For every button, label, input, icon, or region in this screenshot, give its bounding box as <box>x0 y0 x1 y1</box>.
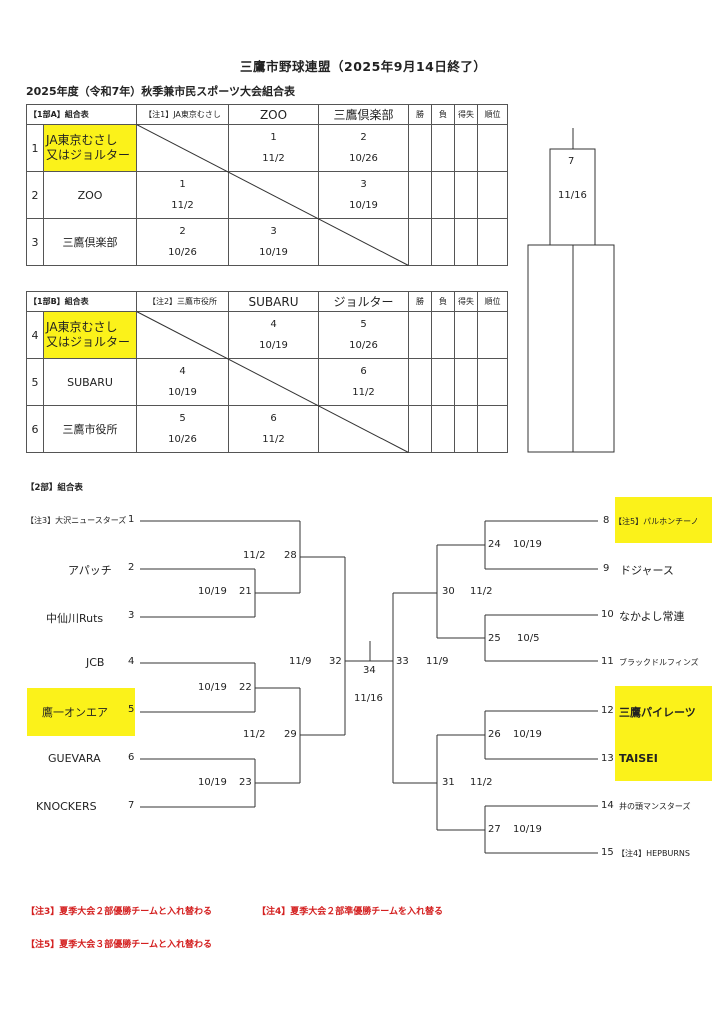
game-21-no: 21 <box>239 586 252 597</box>
team-12-name: 三鷹パイレーツ <box>619 706 696 719</box>
team-1-name: 【注3】大沢ニュースターズ <box>26 516 127 525</box>
final-1bu-date: 11/16 <box>558 190 587 201</box>
note-5: 【注5】夏季大会３部優勝チームと入れ替わる <box>26 940 212 950</box>
game-26-date: 10/19 <box>513 729 542 740</box>
league-b-label: 【1部B】組合表 <box>25 291 138 312</box>
row-team-name: SUBARU <box>42 358 138 406</box>
team-15-no: 15 <box>601 847 614 858</box>
page-subtitle: 2025年度（令和7年）秋季兼市民スポーツ大会組合表 <box>26 85 296 98</box>
game-24-date: 10/19 <box>513 539 542 550</box>
row-team-name: JA東京むさし又はジョルター <box>42 311 138 359</box>
team-2-no: 2 <box>128 562 135 573</box>
game-22-no: 22 <box>239 682 252 693</box>
team-5-name: 鷹一オンエア <box>42 706 108 719</box>
team-9-name: ドジャース <box>620 564 674 577</box>
game-32-no: 32 <box>329 656 342 667</box>
game-24-no: 24 <box>488 539 501 550</box>
team-11-no: 11 <box>601 656 614 667</box>
row-team-name: ZOO <box>42 171 138 219</box>
game-25-no: 25 <box>488 633 501 644</box>
stat-cell <box>431 358 456 406</box>
col-team-jolter: ジョルター <box>318 291 410 312</box>
team-7-no: 7 <box>128 800 135 811</box>
team-10-name: なかよし常連 <box>619 610 685 623</box>
row-team-name: JA東京むさし又はジョルター <box>42 124 138 172</box>
stat-cell <box>431 124 456 172</box>
stat-cell <box>408 405 433 453</box>
team-14-no: 14 <box>601 800 614 811</box>
team-2-name: アパッチ <box>68 564 112 577</box>
team-8-name: 【注5】パルホンチーノ <box>614 517 699 526</box>
stat-cell <box>408 124 433 172</box>
game-22-date: 10/19 <box>198 682 227 693</box>
game-34-date: 11/16 <box>354 693 383 704</box>
game-34-no: 34 <box>363 665 376 676</box>
game-33-no: 33 <box>396 656 409 667</box>
team-6-name: GUEVARA <box>48 752 101 765</box>
game-33-date: 11/9 <box>426 656 449 667</box>
game-28-date: 11/2 <box>243 550 266 561</box>
team-13-name: TAISEI <box>619 752 658 765</box>
team-12-13-highlight <box>615 686 712 781</box>
final-1bu-game: 7 <box>568 156 575 167</box>
page-title: 三鷹市野球連盟（2025年9月14日終了） <box>240 59 487 74</box>
game-21-date: 10/19 <box>198 586 227 597</box>
team-8-no: 8 <box>603 515 610 526</box>
game-30-date: 11/2 <box>470 586 493 597</box>
team-14-name: 井の頭マンスターズ <box>619 802 691 811</box>
game-30-no: 30 <box>442 586 455 597</box>
game-26-no: 26 <box>488 729 501 740</box>
row-team-name: 三鷹市役所 <box>42 405 138 453</box>
team-8-highlight <box>615 497 712 543</box>
stat-cell <box>477 124 509 172</box>
division2-label: 【2部】組合表 <box>26 483 83 493</box>
game-25-date: 10/5 <box>517 633 540 644</box>
stat-cell <box>454 218 479 266</box>
team-6-no: 6 <box>128 752 135 763</box>
game-29-date: 11/2 <box>243 729 266 740</box>
team-1-no: 1 <box>128 514 135 525</box>
team-5-no: 5 <box>128 704 135 715</box>
team-12-no: 12 <box>601 705 614 716</box>
game-28-no: 28 <box>284 550 297 561</box>
game-32-date: 11/9 <box>289 656 312 667</box>
team-4-no: 4 <box>128 656 135 667</box>
game-29-no: 29 <box>284 729 297 740</box>
game-31-no: 31 <box>442 777 455 788</box>
team-3-no: 3 <box>128 610 135 621</box>
game-23-date: 10/19 <box>198 777 227 788</box>
team-5-highlight <box>27 688 135 736</box>
team-15-name: 【注4】HEPBURNS <box>617 849 690 858</box>
team-7-name: KNOCKERS <box>36 800 97 813</box>
stat-cell <box>454 171 479 219</box>
game-27-date: 10/19 <box>513 824 542 835</box>
team-10-no: 10 <box>601 609 614 620</box>
team-3-name: 中仙川Ruts <box>46 612 104 625</box>
note-4: 【注4】夏季大会２部準優勝チームを入れ替る <box>257 907 443 917</box>
row-team-name: 三鷹倶楽部 <box>42 218 138 266</box>
stat-cell <box>408 311 433 359</box>
team-4-name: JCB <box>86 656 105 669</box>
stat-rank-header: 順位 <box>477 291 509 312</box>
team-13-no: 13 <box>601 753 614 764</box>
stat-cell <box>477 218 509 266</box>
note-3: 【注3】夏季大会２部優勝チームと入れ替わる <box>26 907 212 917</box>
stat-cell <box>431 171 456 219</box>
team-11-name: ブラックドルフィンズ <box>619 658 699 667</box>
team-9-no: 9 <box>603 563 610 574</box>
game-27-no: 27 <box>488 824 501 835</box>
stat-cell <box>477 405 509 453</box>
col-team-zoo: ZOO <box>228 104 320 125</box>
game-31-date: 11/2 <box>470 777 493 788</box>
stat-cell <box>477 311 509 359</box>
game-23-no: 23 <box>239 777 252 788</box>
